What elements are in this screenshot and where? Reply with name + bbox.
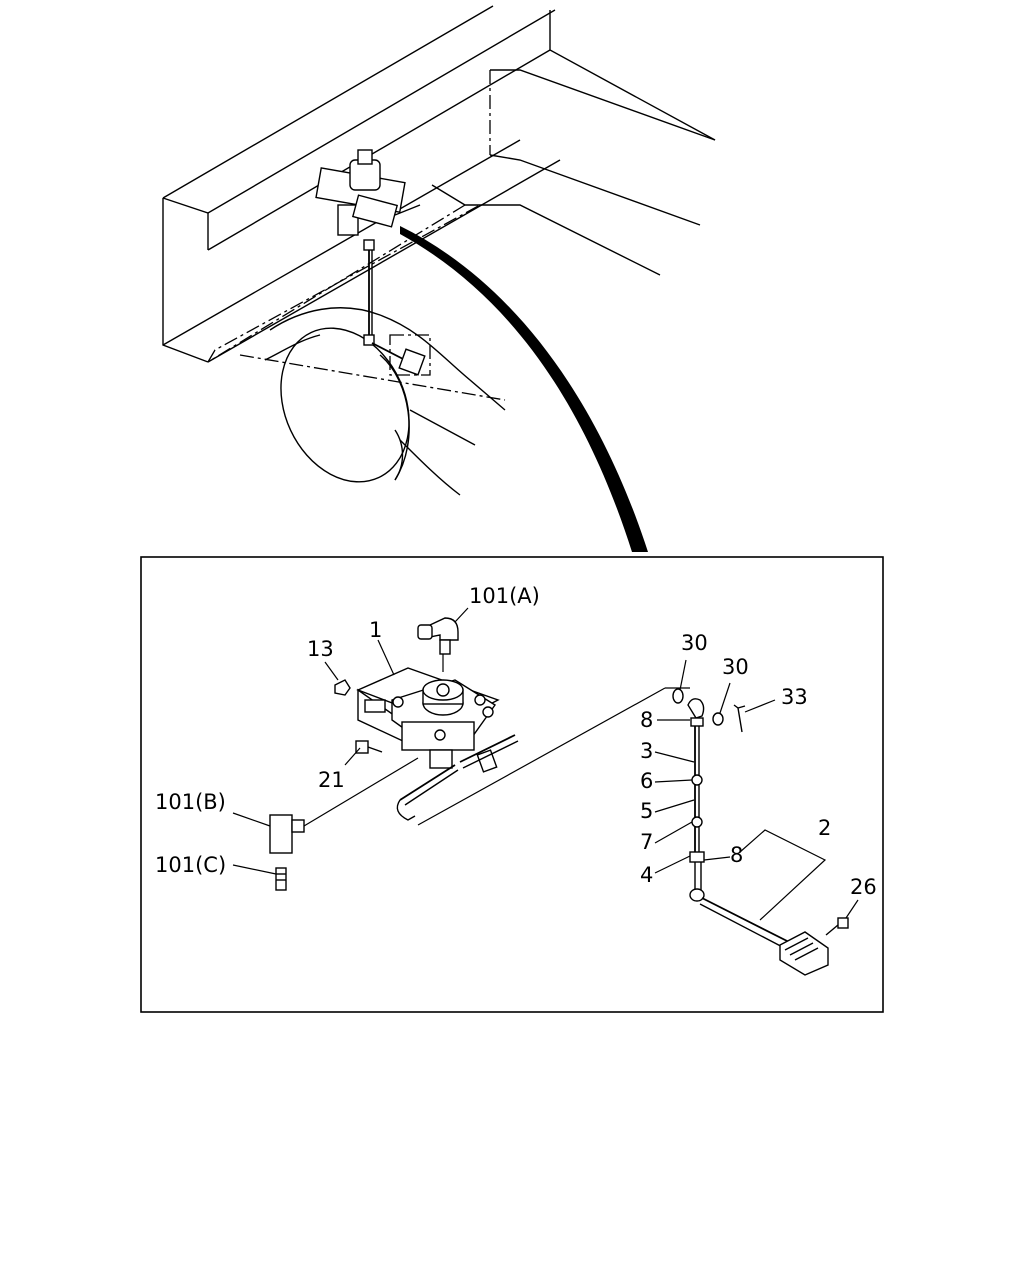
- callout-13: 13: [307, 637, 334, 661]
- callout-3: 3: [640, 739, 653, 763]
- callout-101b: 101(B): [155, 790, 226, 814]
- load-sensing-valve: [356, 667, 690, 826]
- callout-1: 1: [369, 618, 382, 642]
- callout-6: 6: [640, 769, 653, 793]
- callout-26: 26: [850, 875, 877, 899]
- callout-33: 33: [781, 685, 808, 709]
- nut-13: [334, 679, 351, 696]
- callout-30-right: 30: [722, 655, 749, 679]
- callout-4: 4: [640, 863, 653, 887]
- elbow-fitting-101a: [417, 617, 459, 672]
- callout-2: 2: [818, 816, 831, 840]
- callout-101c: 101(C): [155, 853, 226, 877]
- linkage-rod-assembly: [672, 688, 849, 976]
- callout-30-left: 30: [681, 631, 708, 655]
- callout-101a: 101(A): [469, 584, 540, 608]
- callout-7: 7: [640, 830, 653, 854]
- callout-labels: 1 101(A) 13 21 101(B) 101(C) 30 30 33 8 …: [155, 584, 877, 899]
- callout-8-upper: 8: [640, 708, 653, 732]
- connector-101c: [275, 867, 287, 891]
- bolt-21: [355, 740, 383, 754]
- detail-frame: [140, 556, 884, 1013]
- callout-5: 5: [640, 799, 653, 823]
- leader-lines: [232, 607, 859, 921]
- tee-fitting-101b: [269, 757, 419, 854]
- callout-21: 21: [318, 768, 345, 792]
- vehicle-frame-overview: [162, 5, 716, 552]
- callout-8-lower: 8: [730, 843, 743, 867]
